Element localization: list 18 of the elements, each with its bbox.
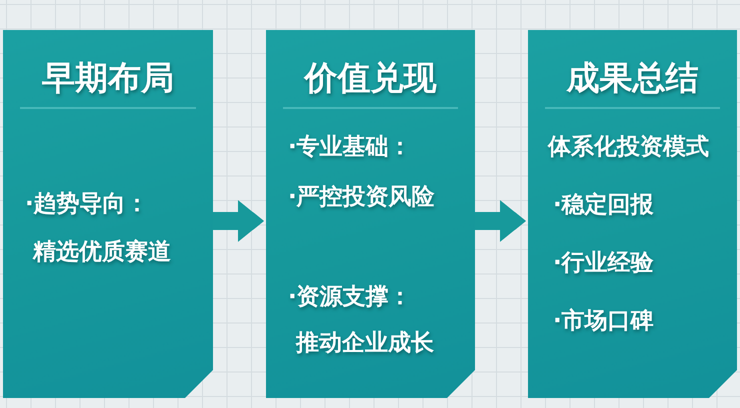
list-item: 精选优质赛道 [33,238,171,267]
stage-card [528,30,737,398]
stage-card [3,30,213,398]
stage-title: 早期布局 [42,58,174,98]
arrow [213,200,264,242]
list-item: 推动企业成长 [296,329,434,358]
list-item: ·资源支撑： [288,283,412,312]
list-item: ·稳定回报 [553,191,654,220]
list-item: ·严控投资风险 [288,183,435,212]
list-item: 体系化投资模式 [548,133,709,162]
arrow [475,200,526,242]
list-item: ·行业经验 [553,249,654,278]
list-item: ·趋势导向： [25,190,149,219]
list-item: ·市场口碑 [553,307,654,336]
stage-card [266,30,475,398]
stage-title: 成果总结 [566,58,698,98]
stage-title: 价值兑现 [304,58,436,98]
list-item: ·专业基础： [288,133,412,162]
